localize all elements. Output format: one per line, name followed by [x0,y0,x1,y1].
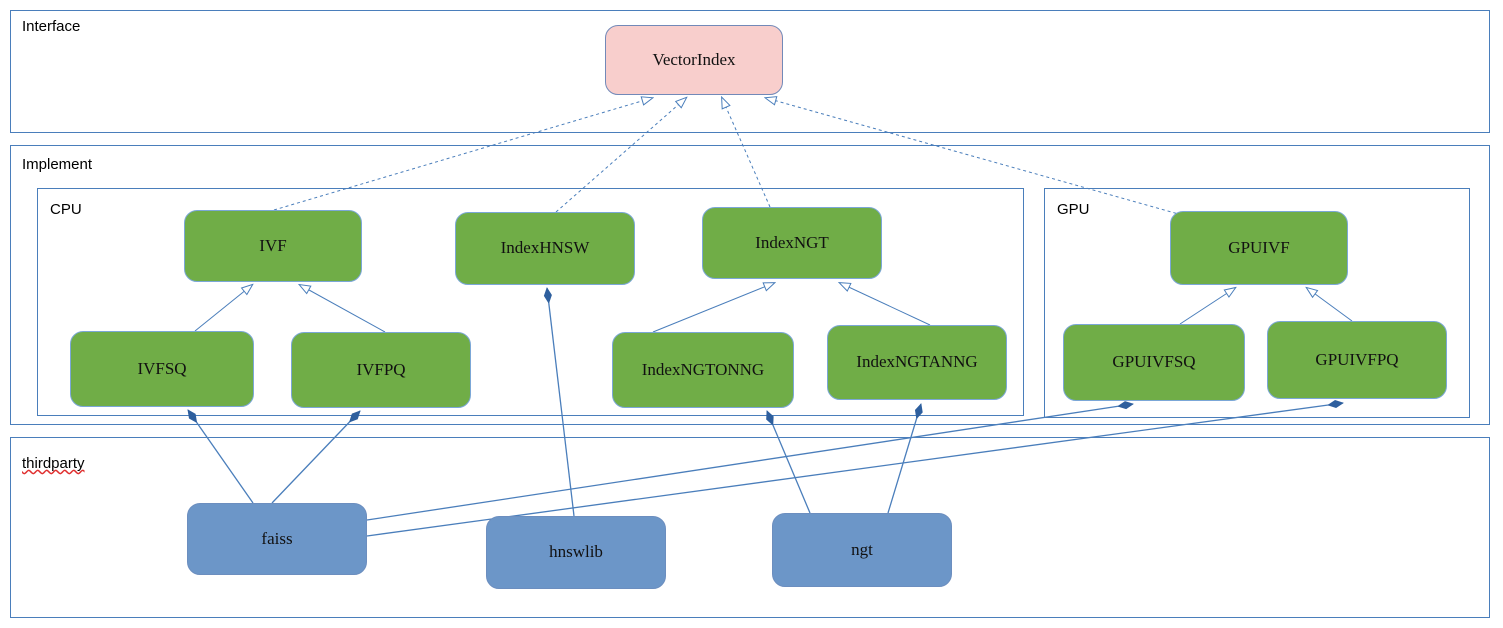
group-label-thirdparty: thirdparty [22,455,85,472]
class-node-vectorindex[interactable]: VectorIndex [605,25,783,95]
group-label-implement: Implement [22,156,93,173]
class-node-ivfsq[interactable]: IVFSQ [70,331,254,407]
group-label-gpu: GPU [1057,201,1090,218]
class-node-indexngtanng[interactable]: IndexNGTANNG [827,325,1007,400]
class-node-ivfpq[interactable]: IVFPQ [291,332,471,408]
group-label-cpu: CPU [50,201,82,218]
class-node-ivf[interactable]: IVF [184,210,362,282]
class-node-indexngtonng[interactable]: IndexNGTONNG [612,332,794,408]
class-node-ngt[interactable]: ngt [772,513,952,587]
class-node-indexhnsw[interactable]: IndexHNSW [455,212,635,285]
class-node-gpuivfpq[interactable]: GPUIVFPQ [1267,321,1447,399]
class-node-hnswlib[interactable]: hnswlib [486,516,666,589]
class-node-gpuivfsq[interactable]: GPUIVFSQ [1063,324,1245,401]
class-node-faiss[interactable]: faiss [187,503,367,575]
class-node-gpuivf[interactable]: GPUIVF [1170,211,1348,285]
class-node-indexngt[interactable]: IndexNGT [702,207,882,279]
group-label-interface: Interface [22,18,81,35]
